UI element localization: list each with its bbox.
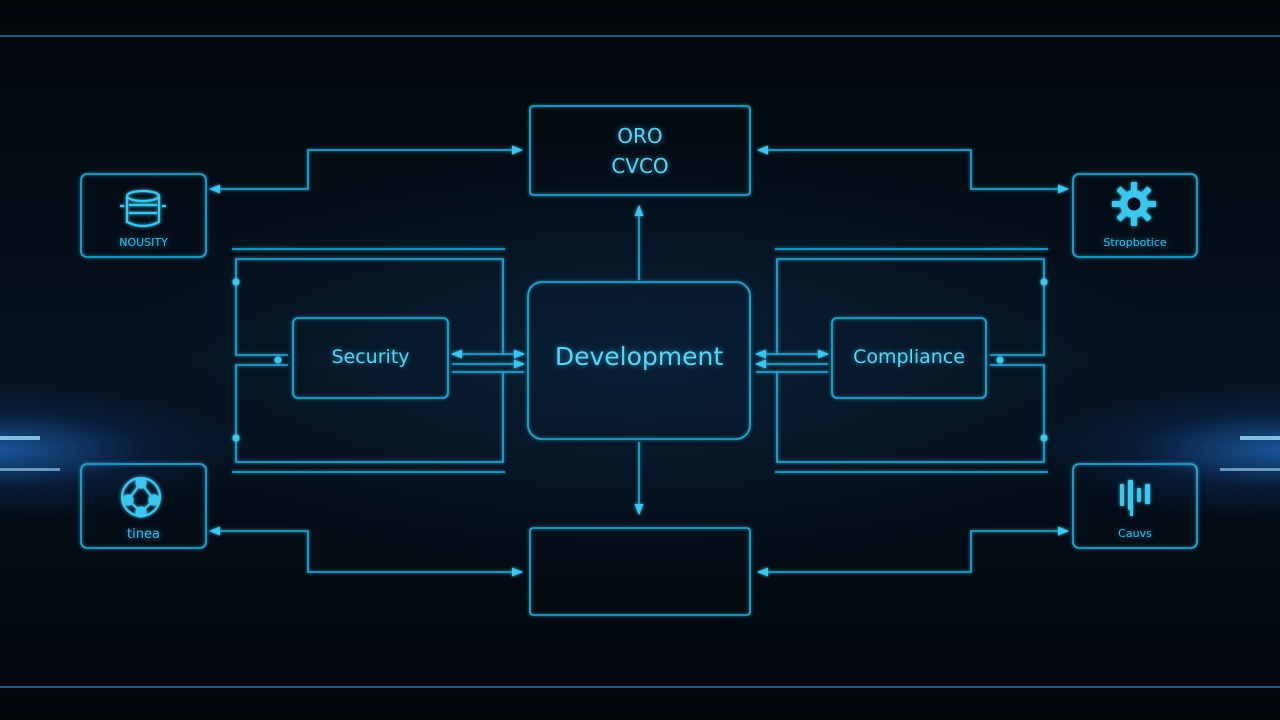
frame-node-dot: [996, 356, 1004, 364]
chart-icon: [1120, 480, 1150, 516]
development-label: Development: [554, 342, 724, 371]
frame-node-dot: [1040, 278, 1048, 286]
corner-bottom-right-label: Cauvs: [1118, 527, 1152, 540]
database-icon: [120, 189, 166, 228]
bottom-box: [529, 527, 751, 616]
frame-node-dot: [232, 434, 240, 442]
gear-icon: [1112, 182, 1156, 226]
network-icon: [120, 476, 162, 518]
corner-bottom-left-box: [80, 463, 207, 549]
compliance-label: Compliance: [853, 346, 965, 368]
frame-node-dot: [1040, 434, 1048, 442]
top-box: [529, 105, 751, 196]
connector-topright-to-top: [756, 145, 1070, 194]
corner-bottom-right-box: [1072, 463, 1198, 549]
top-box-line2: CVCO: [611, 154, 669, 178]
frame-node-dot: [232, 278, 240, 286]
corner-bottom-left-label: tinea: [127, 527, 160, 542]
connector-bottomleft-to-bottom: [208, 526, 524, 577]
right-frame-upper: [776, 258, 1045, 356]
corner-top-left-label: NOUSITY: [119, 236, 168, 249]
left-glow-streak-2: [0, 468, 60, 471]
connector-topleft-to-top: [208, 145, 524, 194]
corner-top-right-label: Stropbotice: [1103, 236, 1167, 249]
security-label: Security: [331, 346, 410, 368]
compliance-box: [831, 317, 987, 399]
right-glow-streak: [1240, 436, 1280, 440]
security-box: [292, 317, 449, 399]
frame-node-dot: [274, 356, 282, 364]
right-frame-lower: [776, 364, 1045, 463]
right-glow-streak-2: [1220, 468, 1280, 471]
left-glow-streak: [0, 436, 40, 440]
corner-top-left-box: [80, 173, 207, 258]
top-box-line1: ORO: [617, 124, 663, 148]
corner-top-right-box: [1072, 173, 1198, 258]
top-box-label: ORO CVCO: [530, 121, 750, 181]
left-frame-upper: [235, 258, 504, 356]
center-box: [527, 281, 751, 440]
connector-bottomright-to-bottom: [756, 526, 1070, 577]
left-frame-lower: [235, 364, 504, 463]
